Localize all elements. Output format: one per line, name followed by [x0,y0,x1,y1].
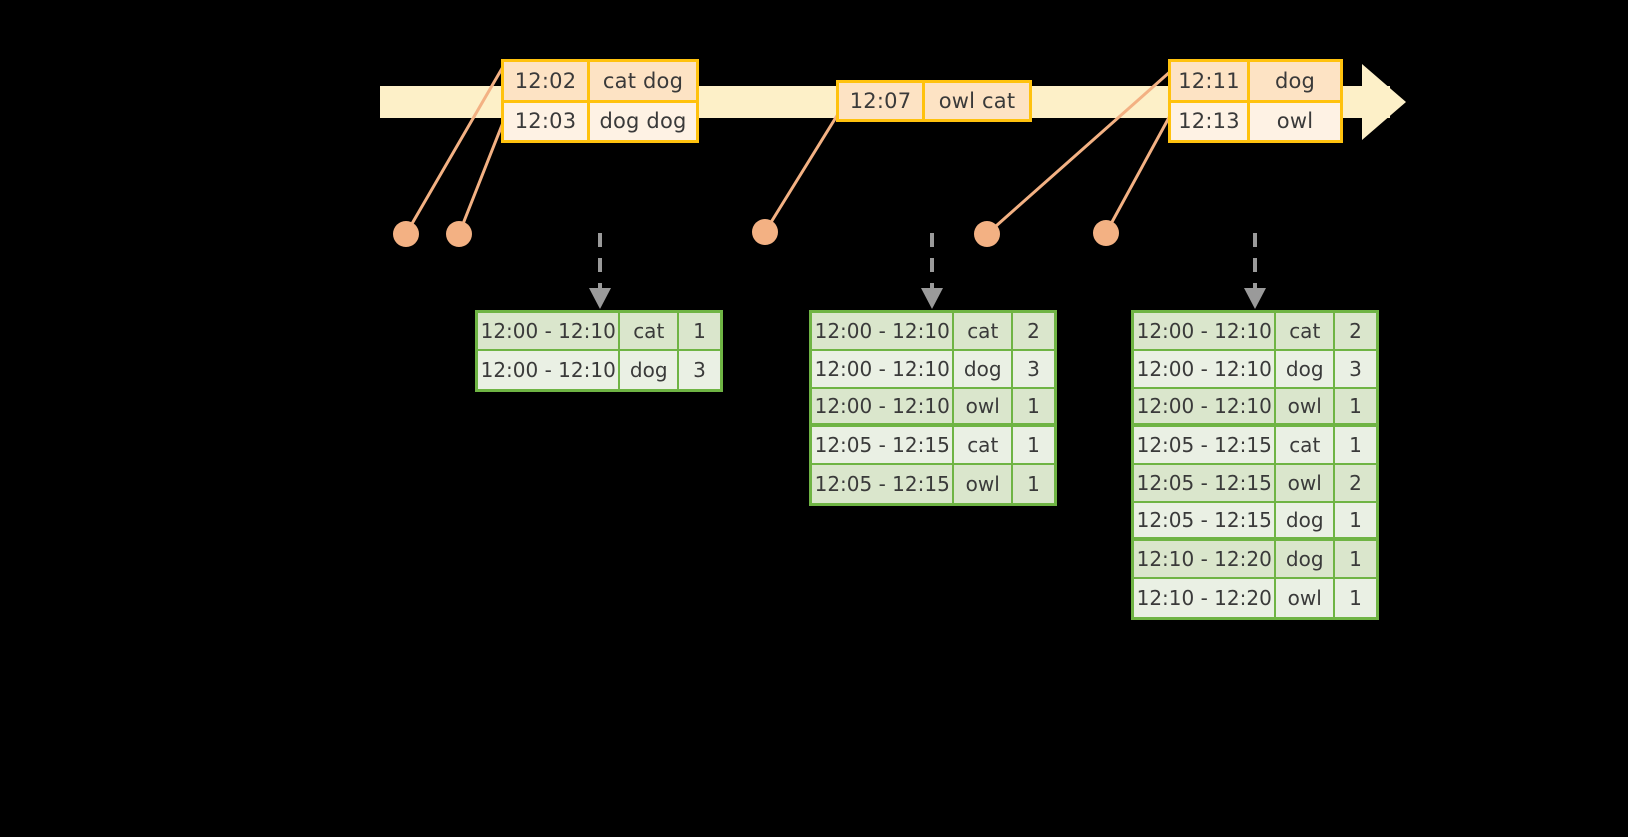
dashed-down-arrows [589,233,1266,309]
cell-count: 1 [679,313,720,351]
event-row[interactable]: 12:11 dog [1171,62,1340,100]
cell-count: 2 [1335,465,1376,503]
dashed-arrow-3 [1244,233,1266,309]
event-row[interactable]: 12:07 owl cat [839,83,1029,119]
dashed-arrow-2 [921,233,943,309]
timeline-event-box-1[interactable]: 12:02 cat dog 12:03 dog dog [501,59,699,143]
cell-word: cat [954,313,1014,351]
event-row[interactable]: 12:13 owl [1171,99,1340,140]
event-time: 12:02 [504,62,590,100]
event-time: 12:11 [1171,62,1250,100]
cell-word: dog [1276,541,1336,579]
cell-window: 12:00 - 12:10 [478,313,621,351]
cell-count: 2 [1335,313,1376,351]
cell-window: 12:10 - 12:20 [1134,579,1277,617]
cell-word: dog [1276,503,1336,541]
cell-word: owl [954,389,1014,427]
event-value: owl [1276,109,1314,134]
cell-count: 1 [1013,389,1054,427]
cell-count: 3 [679,351,720,389]
event-time: 12:07 [839,83,925,119]
cell-window: 12:00 - 12:10 [478,351,621,389]
cell-window: 12:05 - 12:15 [812,465,955,503]
event-dot-2 [446,221,472,247]
cell-word: owl [1276,389,1336,427]
cell-word: dog [620,351,680,389]
dashed-arrow-1 [589,233,611,309]
cell-word: cat [954,427,1014,465]
event-dot-3 [752,219,778,245]
cell-word: dog [1276,351,1336,389]
timeline-event-box-3[interactable]: 12:11 dog 12:13 owl [1168,59,1343,143]
event-dots [393,219,1119,247]
cell-count: 1 [1335,503,1376,541]
timeline-event-box-2[interactable]: 12:07 owl cat [836,80,1032,122]
cell-count: 1 [1013,465,1054,503]
event-value: owl cat [938,89,1016,113]
cell-window: 12:05 - 12:15 [1134,427,1277,465]
event-dot-5 [1093,220,1119,246]
cell-count: 1 [1335,541,1376,579]
event-value: dog dog [599,109,687,134]
cell-word: owl [954,465,1014,503]
cell-window: 12:05 - 12:15 [1134,465,1277,503]
event-value: cat dog [602,68,684,93]
cell-window: 12:00 - 12:10 [812,351,955,389]
event-time: 12:03 [504,102,590,140]
cell-word: cat [1276,427,1336,465]
cell-count: 3 [1013,351,1054,389]
cell-word: cat [1276,313,1336,351]
cell-window: 12:05 - 12:15 [1134,503,1277,541]
event-value: dog [1274,68,1316,93]
cell-count: 1 [1013,427,1054,465]
event-dot-1 [393,221,419,247]
cell-window: 12:00 - 12:10 [1134,351,1277,389]
cell-window: 12:05 - 12:15 [812,427,955,465]
event-dot-4 [974,221,1000,247]
cell-window: 12:00 - 12:10 [1134,389,1277,427]
event-row[interactable]: 12:03 dog dog [504,99,696,140]
cell-count: 1 [1335,579,1376,617]
cell-count: 2 [1013,313,1054,351]
cell-count: 1 [1335,427,1376,465]
cell-window: 12:00 - 12:10 [1134,313,1277,351]
cell-word: cat [620,313,680,351]
event-row[interactable]: 12:02 cat dog [504,62,696,100]
cell-count: 3 [1335,351,1376,389]
cell-count: 1 [1335,389,1376,427]
cell-word: owl [1276,465,1336,503]
cell-word: owl [1276,579,1336,617]
cell-word: dog [954,351,1014,389]
cell-window: 12:00 - 12:10 [812,313,955,351]
event-time: 12:13 [1171,102,1250,140]
cell-window: 12:00 - 12:10 [812,389,955,427]
cell-window: 12:10 - 12:20 [1134,541,1277,579]
